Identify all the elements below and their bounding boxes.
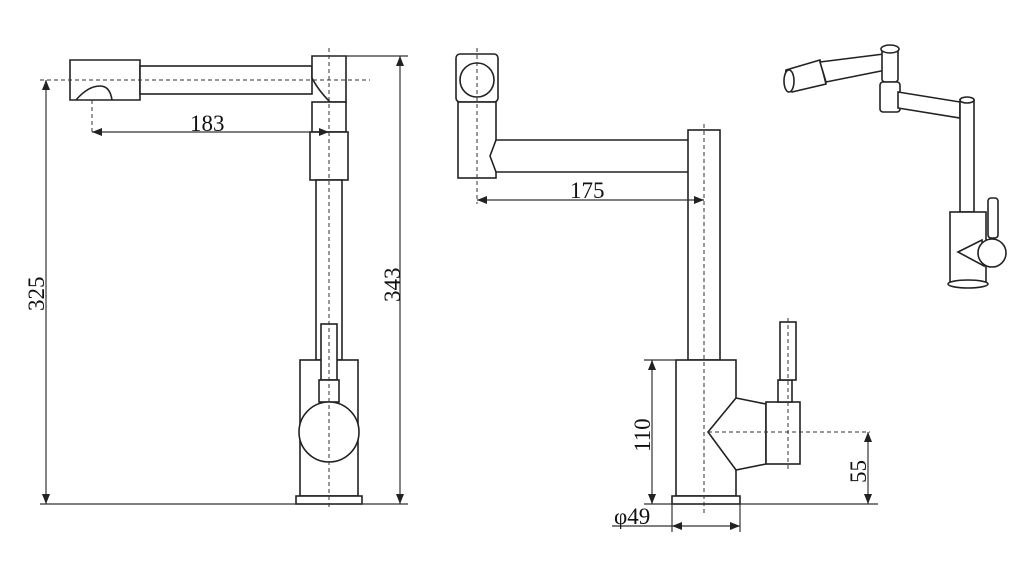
iso-upright-pipe xyxy=(959,99,975,213)
side-view: 175 110 55 φ49 xyxy=(455,48,878,532)
dim-175-arrow-right xyxy=(694,196,704,204)
perspective-view xyxy=(783,44,1007,289)
dim-175-label: 175 xyxy=(570,178,605,203)
side-lever-stem xyxy=(777,379,793,403)
side-lever-handle xyxy=(779,321,797,381)
dim-55-arrow-bottom xyxy=(864,494,872,504)
dim-49-arrow-right xyxy=(730,522,740,530)
dim-55-arrow-top xyxy=(864,432,872,442)
iso-upper-arm xyxy=(818,53,887,83)
front-spout-outlet xyxy=(75,85,113,101)
iso-spout-outlet xyxy=(783,69,795,93)
dim-325-arrow-bottom xyxy=(42,494,50,504)
iso-lower-arm xyxy=(897,91,961,119)
iso-upper-joint-cap xyxy=(880,44,900,54)
dim-325-label: 325 xyxy=(24,277,49,312)
dim-325-arrow-top xyxy=(42,80,50,90)
dim-343-arrow-top xyxy=(396,56,404,66)
dim-55-label: 55 xyxy=(846,460,871,483)
side-lever-housing xyxy=(765,401,801,465)
dim-49-arrow-left xyxy=(672,522,682,530)
front-view: 183 325 343 xyxy=(24,48,408,508)
dim-110-arrow-top xyxy=(648,360,656,370)
iso-middle-joint xyxy=(879,81,901,113)
side-lever-cone xyxy=(706,397,767,471)
dim-175-arrow-left xyxy=(477,196,487,204)
dim-183-arrow-right xyxy=(319,128,329,136)
side-spout-arm xyxy=(489,139,697,173)
front-lever-knob xyxy=(298,401,360,463)
dim-343-label: 343 xyxy=(380,268,405,303)
dim-343-arrow-bottom xyxy=(396,494,404,504)
iso-upright-cap xyxy=(959,96,975,104)
dim-110-label: 110 xyxy=(630,418,655,452)
dim-110-arrow-bottom xyxy=(648,494,656,504)
side-base xyxy=(671,495,741,505)
dim-49-label: φ49 xyxy=(614,504,650,529)
dim-183-label: 183 xyxy=(190,111,225,136)
iso-lever-knob xyxy=(977,238,1007,268)
dim-183-arrow-left xyxy=(92,128,102,136)
iso-lever-handle xyxy=(987,197,999,239)
iso-base xyxy=(947,279,989,289)
